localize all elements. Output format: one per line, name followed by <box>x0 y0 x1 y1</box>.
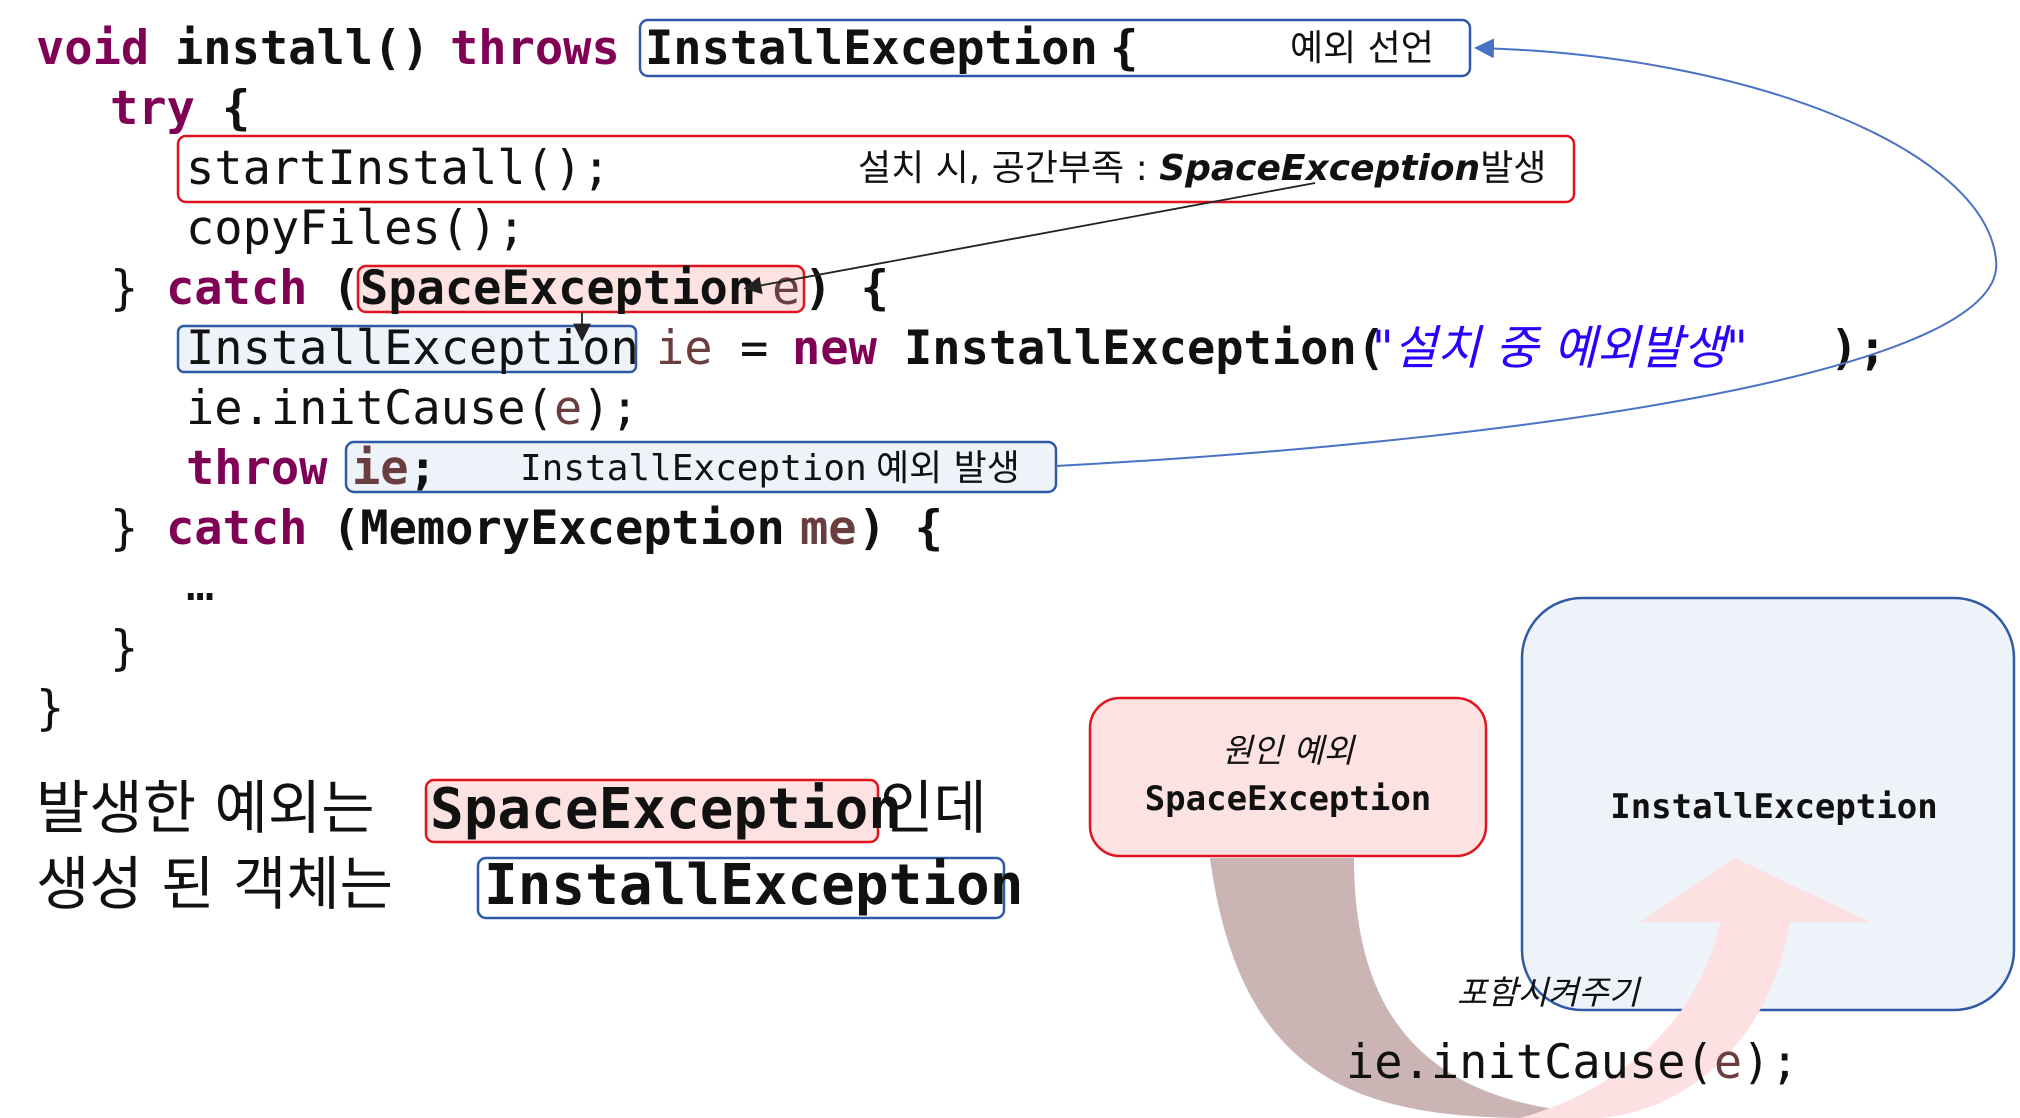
cause-name: SpaceException <box>1145 779 1432 819</box>
cause-exception-box <box>1088 696 1488 858</box>
start-install-box <box>176 134 1576 204</box>
wrap-arrow-head <box>1520 858 1870 1118</box>
throw-to-declare-arrow <box>1055 38 1998 467</box>
sentence-line-2: 생성 된 객체는 InstallException <box>36 850 1023 918</box>
space-note-to-catch-arrow <box>743 182 1316 295</box>
declare-note: 예외 선언 <box>1290 28 1434 69</box>
code-line-7: ie.initCause(e); <box>186 381 639 436</box>
code-line-5: } catch ( SpaceException e ) { <box>110 261 889 316</box>
code-line-10: … <box>186 557 214 612</box>
code-line-4: copyFiles(); <box>186 201 526 256</box>
throw-note: InstallException 예외 발생 <box>520 448 1020 489</box>
throw-box <box>344 440 1058 494</box>
install-exception-type-box <box>176 324 638 374</box>
code-line-1: void install() throws InstallException { <box>36 21 1138 76</box>
wrap-arrow-tail <box>1210 858 1560 1118</box>
install-exception-container <box>1520 596 2016 1012</box>
code-line-2: try { <box>110 81 250 136</box>
code-line-3: startInstall(); <box>186 141 610 196</box>
code-line-12: } <box>36 681 64 736</box>
code-line-11: } <box>110 621 138 676</box>
sentence-line-1: 발생한 예외는 SpaceException 인데 <box>36 774 987 842</box>
install-exception-label: InstallException <box>1610 787 1938 827</box>
code-line-8: throw ie; <box>186 441 437 496</box>
space-exception-catch-box <box>356 264 806 314</box>
init-cause-call: ie.initCause(e); <box>1346 1035 1799 1090</box>
cause-label: 원인 예외 <box>1222 731 1357 770</box>
code-line-9: } catch (MemoryException me ) { <box>110 501 943 556</box>
declare-box <box>638 18 1472 78</box>
sentence-space-box <box>424 778 880 844</box>
wrap-label: 포함시켜주기 <box>1457 973 1642 1012</box>
sentence-install-box <box>476 856 1006 920</box>
code-line-6: InstallException ie = new InstallExcepti… <box>186 321 1887 376</box>
space-note: 설치 시, 공간부족 : SpaceException발생 <box>858 148 1546 189</box>
